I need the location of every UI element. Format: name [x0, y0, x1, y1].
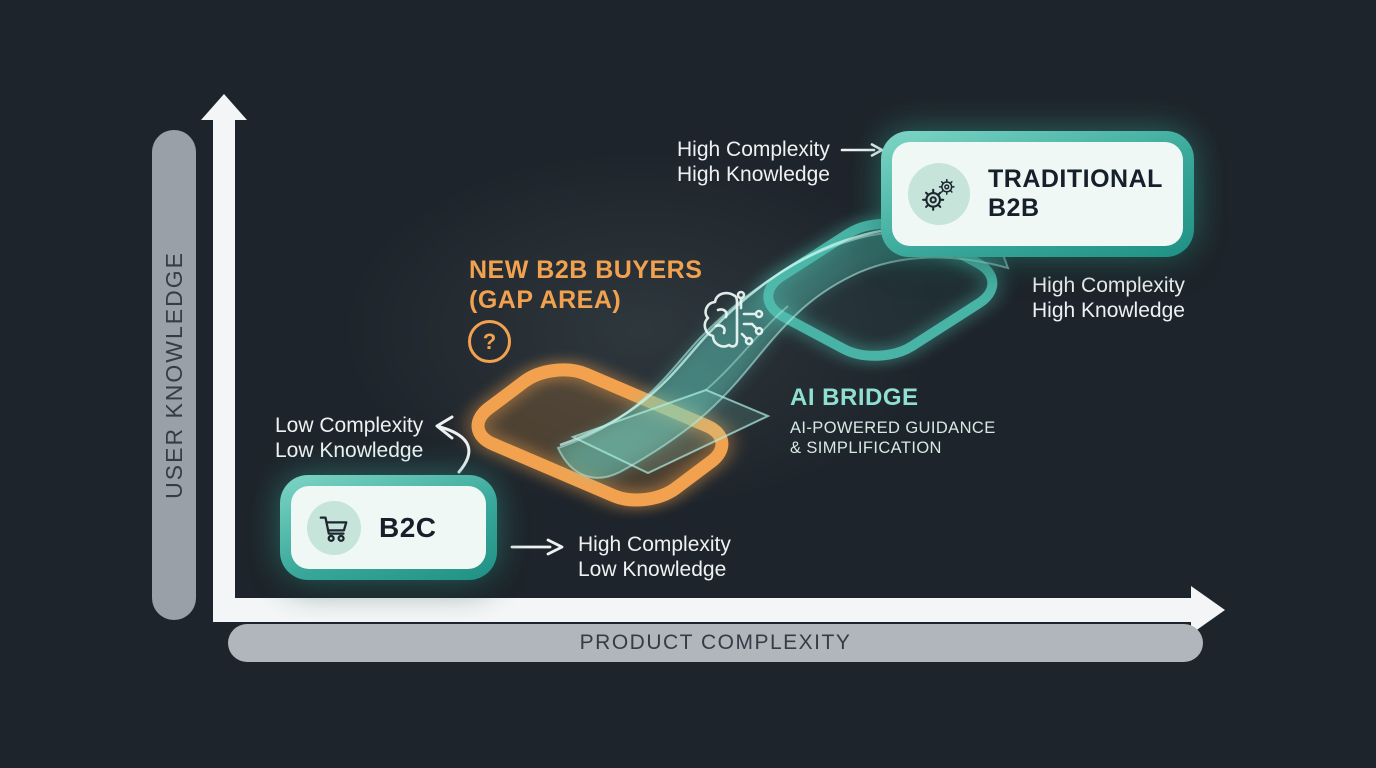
ai-bridge-subtitle-line1: AI-POWERED GUIDANCE — [790, 419, 996, 437]
label-line: Low Knowledge — [578, 557, 727, 581]
b2c-icon-circle — [307, 500, 361, 555]
arrow-right-icon — [510, 538, 564, 556]
axes — [201, 94, 1225, 634]
y-axis-arrow-up-icon — [201, 94, 247, 120]
gap-area-title: NEW B2B BUYERS (GAP AREA) — [469, 255, 702, 315]
y-axis-line — [213, 116, 235, 622]
label-line: Low Knowledge — [275, 438, 424, 462]
b2c-card-label: B2C — [379, 511, 437, 543]
label-low-complexity-low-knowledge: Low Complexity Low Knowledge — [275, 414, 423, 463]
label-line: High Complexity — [578, 533, 731, 556]
shopping-cart-icon — [319, 515, 348, 542]
x-axis-label: PRODUCT COMPLEXITY — [579, 631, 852, 654]
y-axis-label-pill: USER KNOWLEDGE — [152, 130, 196, 620]
question-mark-glyph: ? — [482, 328, 497, 354]
label-line: Low Complexity — [275, 414, 424, 437]
label-line: High Complexity — [1032, 274, 1185, 297]
b2c-card: B2C — [280, 475, 497, 580]
ai-bridge-subtitle: AI-POWERED GUIDANCE & SIMPLIFICATION — [790, 418, 996, 458]
x-axis-arrow-right-icon — [1191, 586, 1225, 634]
x-axis-label-pill: PRODUCT COMPLEXITY — [228, 624, 1203, 662]
ai-bridge-ribbon — [556, 226, 1010, 479]
label-high-complexity-low-knowledge: High Complexity Low Knowledge — [578, 533, 731, 582]
label-high-complexity-high-knowledge-top: High Complexity High Knowledge — [677, 138, 884, 187]
label-high-complexity-high-knowledge-right: High Complexity High Knowledge — [1032, 274, 1185, 323]
ai-bridge-title: AI BRIDGE — [790, 384, 919, 411]
curved-arrow-icon — [435, 415, 471, 474]
label-line: High Complexity — [677, 138, 830, 161]
ai-bridge-subtitle-line2: & SIMPLIFICATION — [790, 439, 942, 457]
traditional-b2b-card-inner: TRADITIONAL B2B — [892, 142, 1183, 246]
annotation-arrows — [435, 415, 564, 556]
question-mark-icon: ? — [468, 320, 511, 363]
gap-area-title-line2: (GAP AREA) — [469, 286, 622, 314]
y-axis-label: USER KNOWLEDGE — [160, 251, 187, 499]
b2c-card-inner: B2C — [291, 486, 486, 569]
brain-circuit-icon — [703, 290, 764, 348]
traditional-b2b-card-label: TRADITIONAL B2B — [988, 164, 1163, 223]
gears-icon — [922, 178, 955, 211]
ai-bridge-caption: AI BRIDGE AI-POWERED GUIDANCE & SIMPLIFI… — [790, 384, 996, 458]
label-line: High Knowledge — [677, 162, 830, 186]
gap-area-title-line1: NEW B2B BUYERS — [469, 256, 703, 284]
traditional-b2b-card: TRADITIONAL B2B — [881, 131, 1194, 257]
arrow-right-icon — [840, 143, 884, 158]
x-axis-line — [213, 598, 1191, 622]
traditional-b2b-icon-circle — [908, 163, 970, 225]
label-line: High Knowledge — [1032, 298, 1185, 322]
